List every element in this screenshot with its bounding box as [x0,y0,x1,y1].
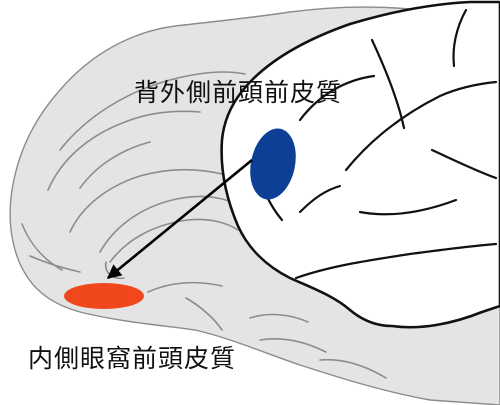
lateral-sulcus-2 [344,80,498,172]
sulcus-9 [259,337,327,353]
sulcus-2 [47,110,201,191]
lateral-sulcus-5 [358,198,458,216]
sulcus-3 [79,141,151,189]
mofc-label: 内側眼窩前頭皮質 [28,344,237,373]
mofc-region [64,283,144,309]
dlpfc-region [250,128,296,200]
lateral-sulcus-6 [430,148,498,180]
sulcus-8 [249,313,309,323]
lateral-sulcus-4 [298,184,342,214]
dlpfc-label: 背外側前頭前皮質 [134,78,343,107]
medial-sulci [21,71,387,379]
sylvian-fissure [294,242,498,280]
callosum-lower [109,218,239,263]
sulcus-10 [319,358,387,379]
sulcus-6 [147,281,223,293]
lateral-sulci [254,8,498,280]
callosum-upper [99,195,241,253]
lateral-brain-surface [220,0,500,329]
lateral-sulcus-3 [370,38,406,130]
sulcus-4 [21,223,63,271]
sulcus-5 [29,255,81,273]
lateral-sulcus-8 [452,8,468,68]
cingulate-sulcus [69,168,223,233]
sulcus-7 [185,297,223,331]
connection-arrow [106,158,253,280]
lateral-sulcus-1 [298,74,376,122]
sulcus-1 [59,71,246,151]
